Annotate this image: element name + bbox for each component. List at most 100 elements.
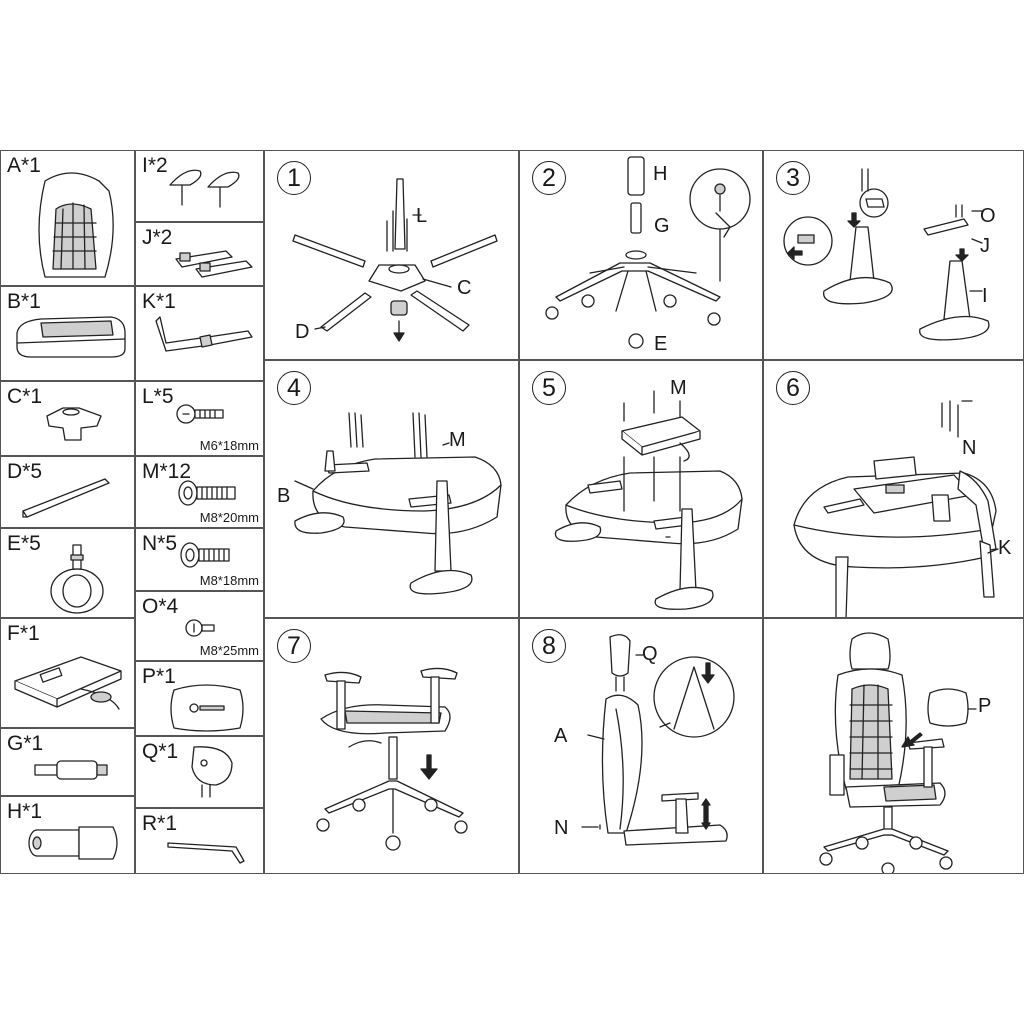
part-f-mechanism-drawing: [14, 656, 122, 710]
part-f-label: F*1: [7, 622, 40, 645]
step-5-number: 5: [532, 371, 566, 405]
part-n-spec: M8*18mm: [199, 573, 259, 588]
step-1-callout-l: L: [416, 205, 428, 227]
step-7-number: 7: [277, 629, 311, 663]
step-3-number: 3: [776, 161, 810, 195]
step-8-backrest-drawing: [581, 634, 735, 846]
step-9-callout-p: P: [978, 695, 992, 717]
step-1-callout-c: C: [457, 277, 472, 299]
step-1-base-drawing: [292, 178, 498, 342]
part-f-cell: F*1: [0, 618, 135, 728]
part-i-label: I*2: [142, 154, 168, 177]
part-k-bracket-drawing: [155, 316, 253, 352]
step-2-callout-g: G: [654, 215, 670, 237]
step-1-callout-d: D: [295, 321, 310, 343]
part-a-backrest-drawing: [38, 172, 114, 278]
part-o-cell: O*4 M8*25mm: [135, 591, 264, 661]
part-r-cell: R*1: [135, 808, 264, 874]
part-d-cell: D*5: [0, 456, 135, 528]
step-8-panel: 8 Q A N: [519, 618, 763, 874]
part-q-cell: Q*1: [135, 736, 264, 808]
step-7-panel: 7: [264, 618, 519, 874]
step-8-callout-q: Q: [642, 643, 658, 665]
step-4-callout-m: M: [449, 429, 466, 451]
step-6-bracket-drawing: [793, 400, 999, 617]
part-d-base-leg-drawing: [22, 478, 110, 518]
part-g-gas-lift-drawing: [34, 760, 108, 780]
part-g-label: G*1: [7, 732, 44, 755]
part-a-label: A*1: [7, 154, 41, 177]
step-2-callout-e: E: [654, 333, 668, 355]
part-j-armrest-plate-drawing: [175, 250, 253, 278]
part-n-label: N*5: [142, 532, 178, 555]
part-k-label: K*1: [142, 290, 176, 313]
step-8-number: 8: [532, 629, 566, 663]
part-a-cell: A*1: [0, 150, 135, 286]
part-h-label: H*1: [7, 800, 43, 823]
step-6-callout-k: K: [998, 537, 1012, 559]
part-m-bolt-drawing: [178, 480, 236, 506]
step-4-panel: 4 M B: [264, 360, 519, 618]
step-4-seat-armrest-drawing: [294, 412, 502, 595]
step-5-callout-m: M: [670, 377, 687, 399]
part-n-bolt-drawing: [180, 542, 230, 568]
step-3-panel: 3 O J I: [763, 150, 1024, 360]
step-2-number: 2: [532, 161, 566, 195]
part-k-cell: K*1: [135, 286, 264, 381]
step-5-panel: 5 M: [519, 360, 763, 618]
step-3-callout-o: O: [980, 205, 996, 227]
step-1-panel: 1 L C D: [264, 150, 519, 360]
step-9-finished-chair-drawing: [819, 632, 977, 873]
step-5-mechanism-drawing: [554, 390, 743, 610]
assembly-sheet: A*1 B*1 C*1 D*5 E*5: [0, 150, 1024, 874]
step-1-number: 1: [277, 161, 311, 195]
part-i-armrest-drawing: [169, 169, 240, 208]
part-c-cell: C*1: [0, 381, 135, 456]
part-n-cell: N*5 M8*18mm: [135, 528, 264, 591]
part-p-label: P*1: [142, 665, 176, 688]
part-l-spec: M6*18mm: [199, 438, 259, 453]
step-6-number: 6: [776, 371, 810, 405]
part-l-label: L*5: [142, 385, 174, 408]
step-4-callout-b: B: [277, 485, 291, 507]
part-l-cell: L*5 M6*18mm: [135, 381, 264, 456]
step-8-callout-a: A: [554, 725, 568, 747]
part-b-seat-drawing: [16, 316, 126, 358]
part-g-cell: G*1: [0, 728, 135, 796]
part-m-cell: M*12 M8*20mm: [135, 456, 264, 528]
step-4-number: 4: [277, 371, 311, 405]
part-i-cell: I*2: [135, 150, 264, 222]
part-b-label: B*1: [7, 290, 41, 313]
step-7-assembly-drawing: [316, 667, 468, 851]
step-8-callout-n: N: [554, 817, 569, 839]
part-e-label: E*5: [7, 532, 41, 555]
part-h-cell: H*1: [0, 796, 135, 874]
part-b-cell: B*1: [0, 286, 135, 381]
part-m-label: M*12: [142, 460, 192, 483]
part-l-bolt-drawing: [176, 404, 224, 424]
part-c-label: C*1: [7, 385, 43, 408]
part-d-label: D*5: [7, 460, 43, 483]
part-o-label: O*4: [142, 595, 179, 618]
part-q-label: Q*1: [142, 740, 179, 763]
step-9-panel: P: [763, 618, 1024, 874]
part-m-spec: M8*20mm: [199, 510, 259, 525]
step-6-panel: 6 N K: [763, 360, 1024, 618]
part-p-cell: P*1: [135, 661, 264, 736]
part-h-cylinder-cover-drawing: [28, 826, 118, 860]
step-3-callout-i: I: [982, 285, 988, 307]
part-e-caster-drawing: [50, 544, 104, 614]
step-3-armrest-drawing: [783, 168, 990, 341]
step-3-callout-j: J: [980, 235, 990, 257]
part-q-headrest-drawing: [191, 746, 233, 798]
part-o-spec: M8*25mm: [199, 643, 259, 658]
part-j-cell: J*2: [135, 222, 264, 286]
step-2-panel: 2 H G E: [519, 150, 763, 360]
part-o-bolt-drawing: [185, 619, 215, 637]
part-p-lumbar-pillow-drawing: [170, 684, 244, 732]
step-2-callout-h: H: [653, 163, 668, 185]
part-r-label: R*1: [142, 812, 178, 835]
step-2-gas-lift-drawing: [545, 156, 751, 349]
part-c-base-hub-drawing: [46, 407, 102, 441]
step-6-callout-n: N: [962, 437, 977, 459]
